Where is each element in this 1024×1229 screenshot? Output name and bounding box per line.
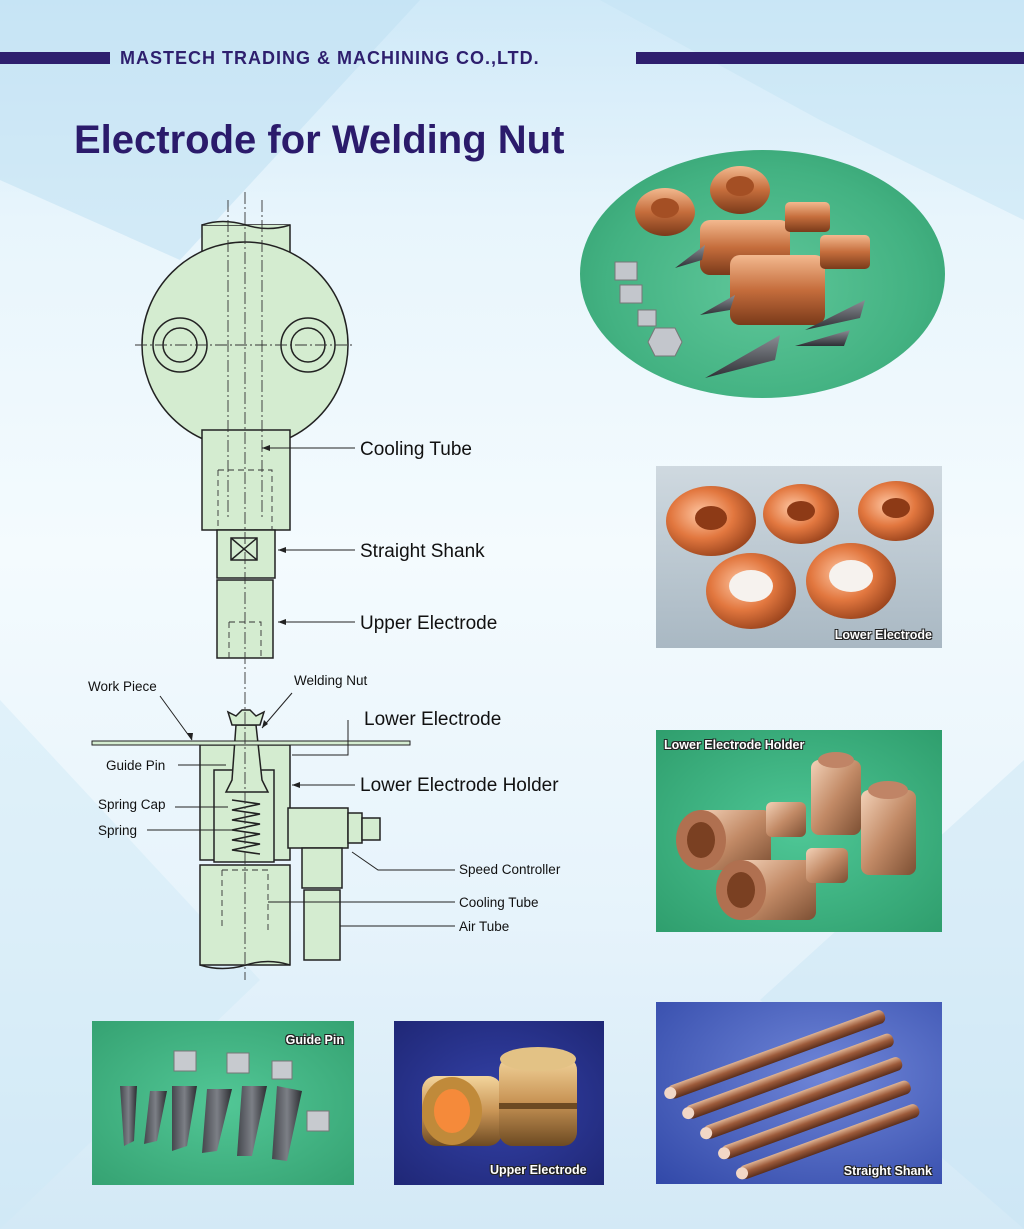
header-stripe-left: [0, 52, 110, 64]
label-cooling-tube-lower: Cooling Tube: [459, 895, 539, 910]
guide-pin-photo: Guide Pin: [92, 1021, 354, 1185]
label-spring-cap: Spring Cap: [98, 797, 166, 812]
lower-electrode-holder-illustration: [676, 752, 916, 920]
label-cooling-tube-upper: Cooling Tube: [360, 439, 472, 460]
electrode-diagram: Cooling Tube Straight Shank Upper Electr…: [88, 192, 561, 980]
guide-pin-illustration: [120, 1050, 330, 1161]
caption-upper-electrode: Upper Electrode: [490, 1163, 587, 1177]
lower-electrode-photo: Lower Electrode: [656, 466, 942, 648]
label-air-tube: Air Tube: [459, 919, 509, 934]
caption-guide-pin: Guide Pin: [285, 1033, 344, 1047]
electrode-set-illustration: [614, 166, 870, 378]
label-guide-pin: Guide Pin: [106, 758, 165, 773]
page-title: Electrode for Welding Nut: [74, 118, 565, 162]
label-spring: Spring: [98, 823, 137, 838]
straight-shank-illustration: [664, 1010, 920, 1180]
caption-straight-shank: Straight Shank: [843, 1164, 932, 1178]
electrode-set-photo: [580, 150, 945, 398]
caption-lower-electrode: Lower Electrode: [834, 628, 932, 642]
straight-shank-photo: Straight Shank: [656, 1002, 942, 1184]
caption-lower-electrode-holder: Lower Electrode Holder: [664, 738, 805, 752]
label-welding-nut: Welding Nut: [294, 673, 368, 688]
upper-electrode-illustration: [422, 1047, 577, 1146]
lower-electrode-holder-photo: Lower Electrode Holder: [656, 730, 942, 932]
label-speed-controller: Speed Controller: [459, 862, 561, 877]
upper-electrode-photo: Upper Electrode: [394, 1021, 604, 1185]
company-name: MASTECH TRADING & MACHINING CO.,LTD.: [120, 48, 540, 68]
lower-electrode-illustration: [666, 481, 934, 629]
label-upper-electrode: Upper Electrode: [360, 613, 497, 634]
label-lower-electrode-holder: Lower Electrode Holder: [360, 775, 559, 796]
label-lower-electrode: Lower Electrode: [364, 709, 501, 730]
label-work-piece: Work Piece: [88, 679, 157, 694]
header-stripe-right: [636, 52, 1024, 64]
header-bar: MASTECH TRADING & MACHINING CO.,LTD.: [0, 48, 1024, 70]
label-straight-shank: Straight Shank: [360, 541, 485, 562]
